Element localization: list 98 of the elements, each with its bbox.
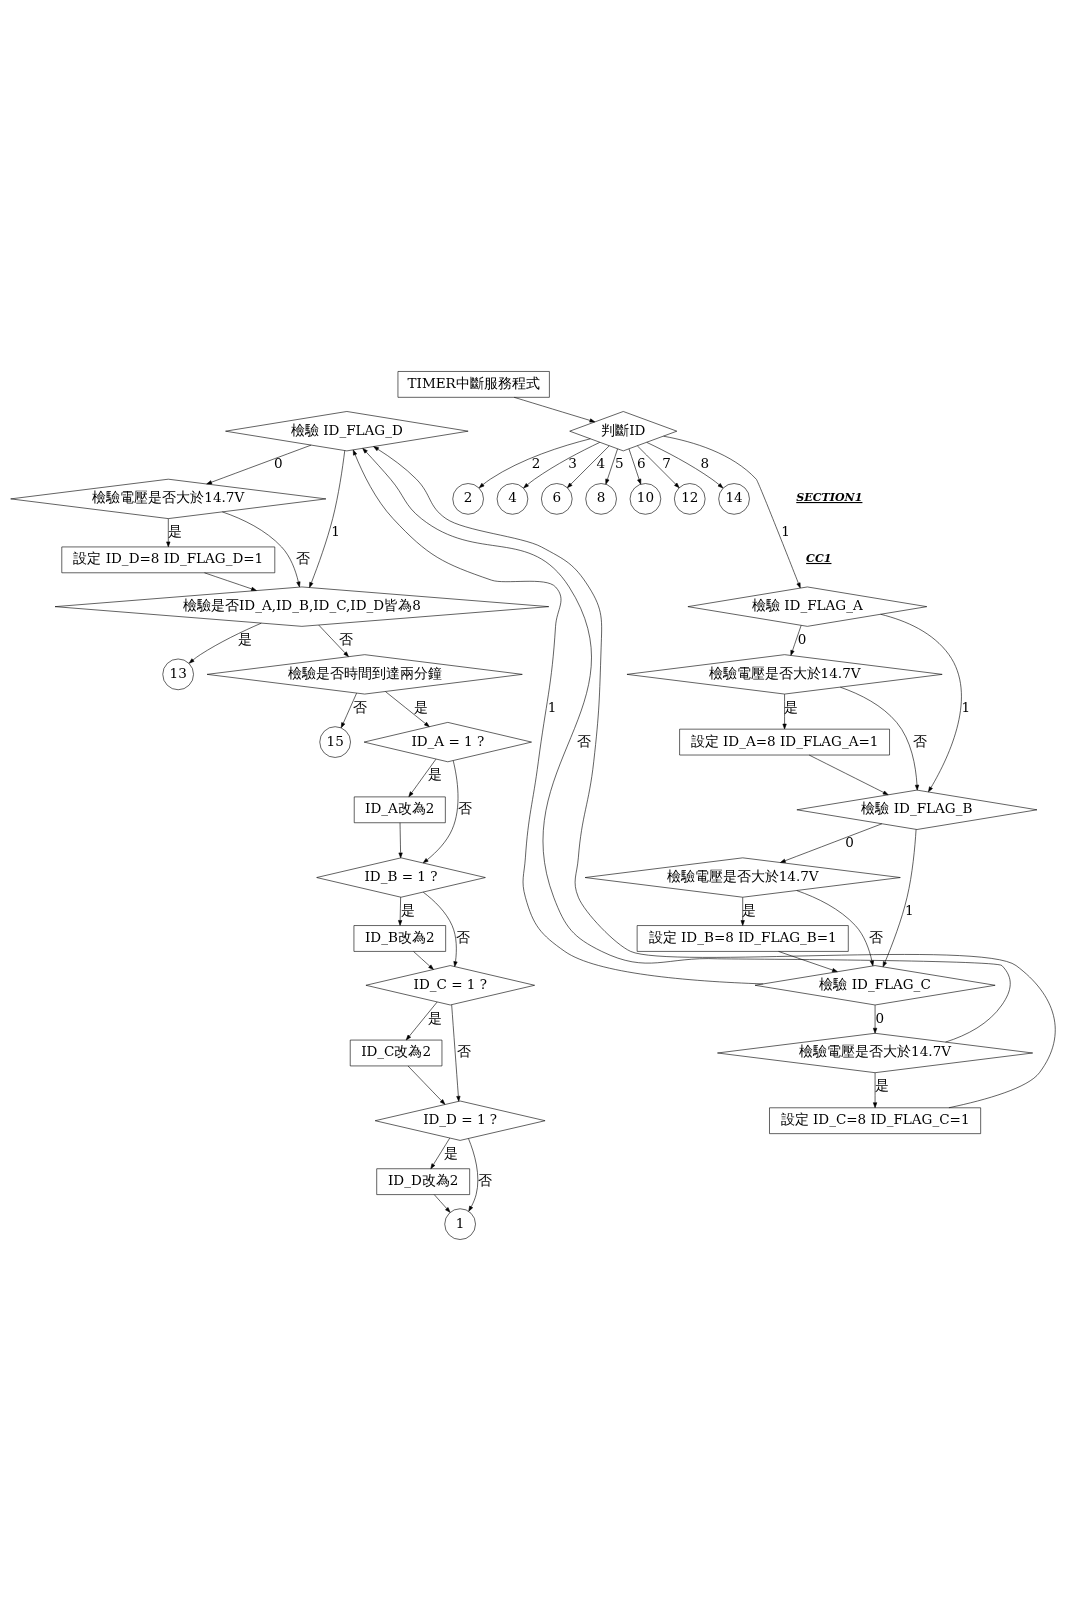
edge-label: 是 <box>742 901 757 918</box>
arrow <box>646 441 724 488</box>
edge-label: 是 <box>238 630 253 647</box>
arrow <box>740 896 745 926</box>
arrow <box>880 613 962 792</box>
arrow <box>605 448 618 484</box>
arrow <box>362 447 1011 1042</box>
node-box: 設定 ID_D=8 ID_FLAG_D=1 <box>61 546 276 573</box>
arrow <box>340 692 357 728</box>
edge-label: 是 <box>784 698 799 715</box>
node-diamond: 判斷ID <box>569 410 678 451</box>
arrow <box>778 950 838 972</box>
arrow <box>567 445 610 488</box>
edge-label: 1 <box>904 901 914 918</box>
arrow <box>808 754 889 795</box>
edge-label: 是 <box>168 522 183 539</box>
edge-label: 1 <box>331 522 340 539</box>
edge-label: 否 <box>868 928 883 945</box>
node-diamond: 檢驗電壓是否大於14.7V <box>717 1032 1033 1073</box>
edge-label: 否 <box>295 549 310 566</box>
edge-label: 否 <box>456 1042 471 1059</box>
arrow <box>398 821 403 858</box>
edge-label: 0 <box>273 454 283 471</box>
arrow <box>882 828 917 967</box>
arrow <box>873 1072 878 1108</box>
arrow <box>782 693 787 729</box>
edge-label: 是 <box>427 765 442 782</box>
node-box: ID_C改為2 <box>349 1039 443 1066</box>
edge-label: 是 <box>400 901 415 918</box>
edge-label: 否 <box>458 799 473 816</box>
arrow <box>422 891 458 967</box>
edge-label: 0 <box>875 1009 884 1026</box>
label: SECTION1 <box>796 490 863 504</box>
arrow <box>451 1004 461 1102</box>
arrow <box>523 441 601 488</box>
node-diamond: 檢驗電壓是否大於14.7V <box>626 653 943 694</box>
arrow <box>385 690 430 727</box>
arrow <box>840 686 920 790</box>
node-box: ID_D改為2 <box>376 1167 470 1195</box>
edge-label: 否 <box>352 698 367 715</box>
edge-label: 4 <box>596 454 606 471</box>
edge-label: 是 <box>874 1076 889 1093</box>
node-circle: 8 <box>585 482 617 515</box>
arrow <box>373 445 1056 1108</box>
arrow <box>513 396 596 422</box>
arrow <box>663 435 801 588</box>
arrow <box>780 823 883 863</box>
arrow <box>637 445 680 488</box>
arrow <box>188 622 262 663</box>
arrow <box>166 517 171 547</box>
node-diamond: 檢驗 ID_FLAG_A <box>687 586 928 627</box>
edge-label: 5 <box>614 454 624 471</box>
arrow <box>405 1001 438 1040</box>
arrow <box>413 950 434 970</box>
edge-label: 否 <box>456 928 471 945</box>
edge-label: 1 <box>547 698 557 715</box>
node-circle: 15 <box>319 725 351 758</box>
label: CC1 <box>806 551 832 565</box>
arrow <box>206 444 312 484</box>
edge-label: 否 <box>576 732 591 749</box>
arrow <box>628 448 642 484</box>
arrow <box>398 896 403 926</box>
edge-label: 7 <box>662 454 671 471</box>
node-box: 設定 ID_A=8 ID_FLAG_A=1 <box>679 728 890 755</box>
edge-label: 3 <box>568 454 577 471</box>
arrow <box>318 624 349 657</box>
arrow <box>430 1137 451 1169</box>
arrow <box>478 438 591 488</box>
node-box: 設定 ID_C=8 ID_FLAG_C=1 <box>769 1107 981 1134</box>
arrow <box>309 449 346 588</box>
arrow <box>222 511 301 587</box>
arrow <box>873 1004 878 1033</box>
edge-label: 6 <box>637 454 646 471</box>
edge-label: 是 <box>427 1009 442 1026</box>
node-box: 設定 ID_B=8 ID_FLAG_B=1 <box>636 924 849 952</box>
arrow <box>352 449 764 984</box>
edge-label: 否 <box>477 1171 492 1188</box>
edge-label: 否 <box>913 732 928 749</box>
edge-label: 8 <box>700 454 710 471</box>
edge-label: 是 <box>443 1144 458 1161</box>
arrow <box>422 759 459 863</box>
node-box: ID_A改為2 <box>353 796 446 823</box>
edge-label: 否 <box>339 630 354 647</box>
arrow <box>407 1065 446 1105</box>
arrow <box>408 758 437 797</box>
edge-label: 0 <box>797 630 807 647</box>
arrow <box>796 889 874 966</box>
arrow <box>790 624 802 656</box>
node-box: TIMER中斷服務程式 <box>397 370 550 398</box>
node-box: ID_B改為2 <box>353 924 446 952</box>
edge-label: 0 <box>845 833 854 850</box>
arrow <box>468 1137 479 1211</box>
edge-label: 1 <box>961 698 971 715</box>
edge-label: 2 <box>531 454 541 471</box>
edge-label: 是 <box>413 698 428 715</box>
arrow <box>433 1193 451 1213</box>
node-circle: 10 <box>629 482 662 515</box>
edge-label: 1 <box>781 522 790 539</box>
